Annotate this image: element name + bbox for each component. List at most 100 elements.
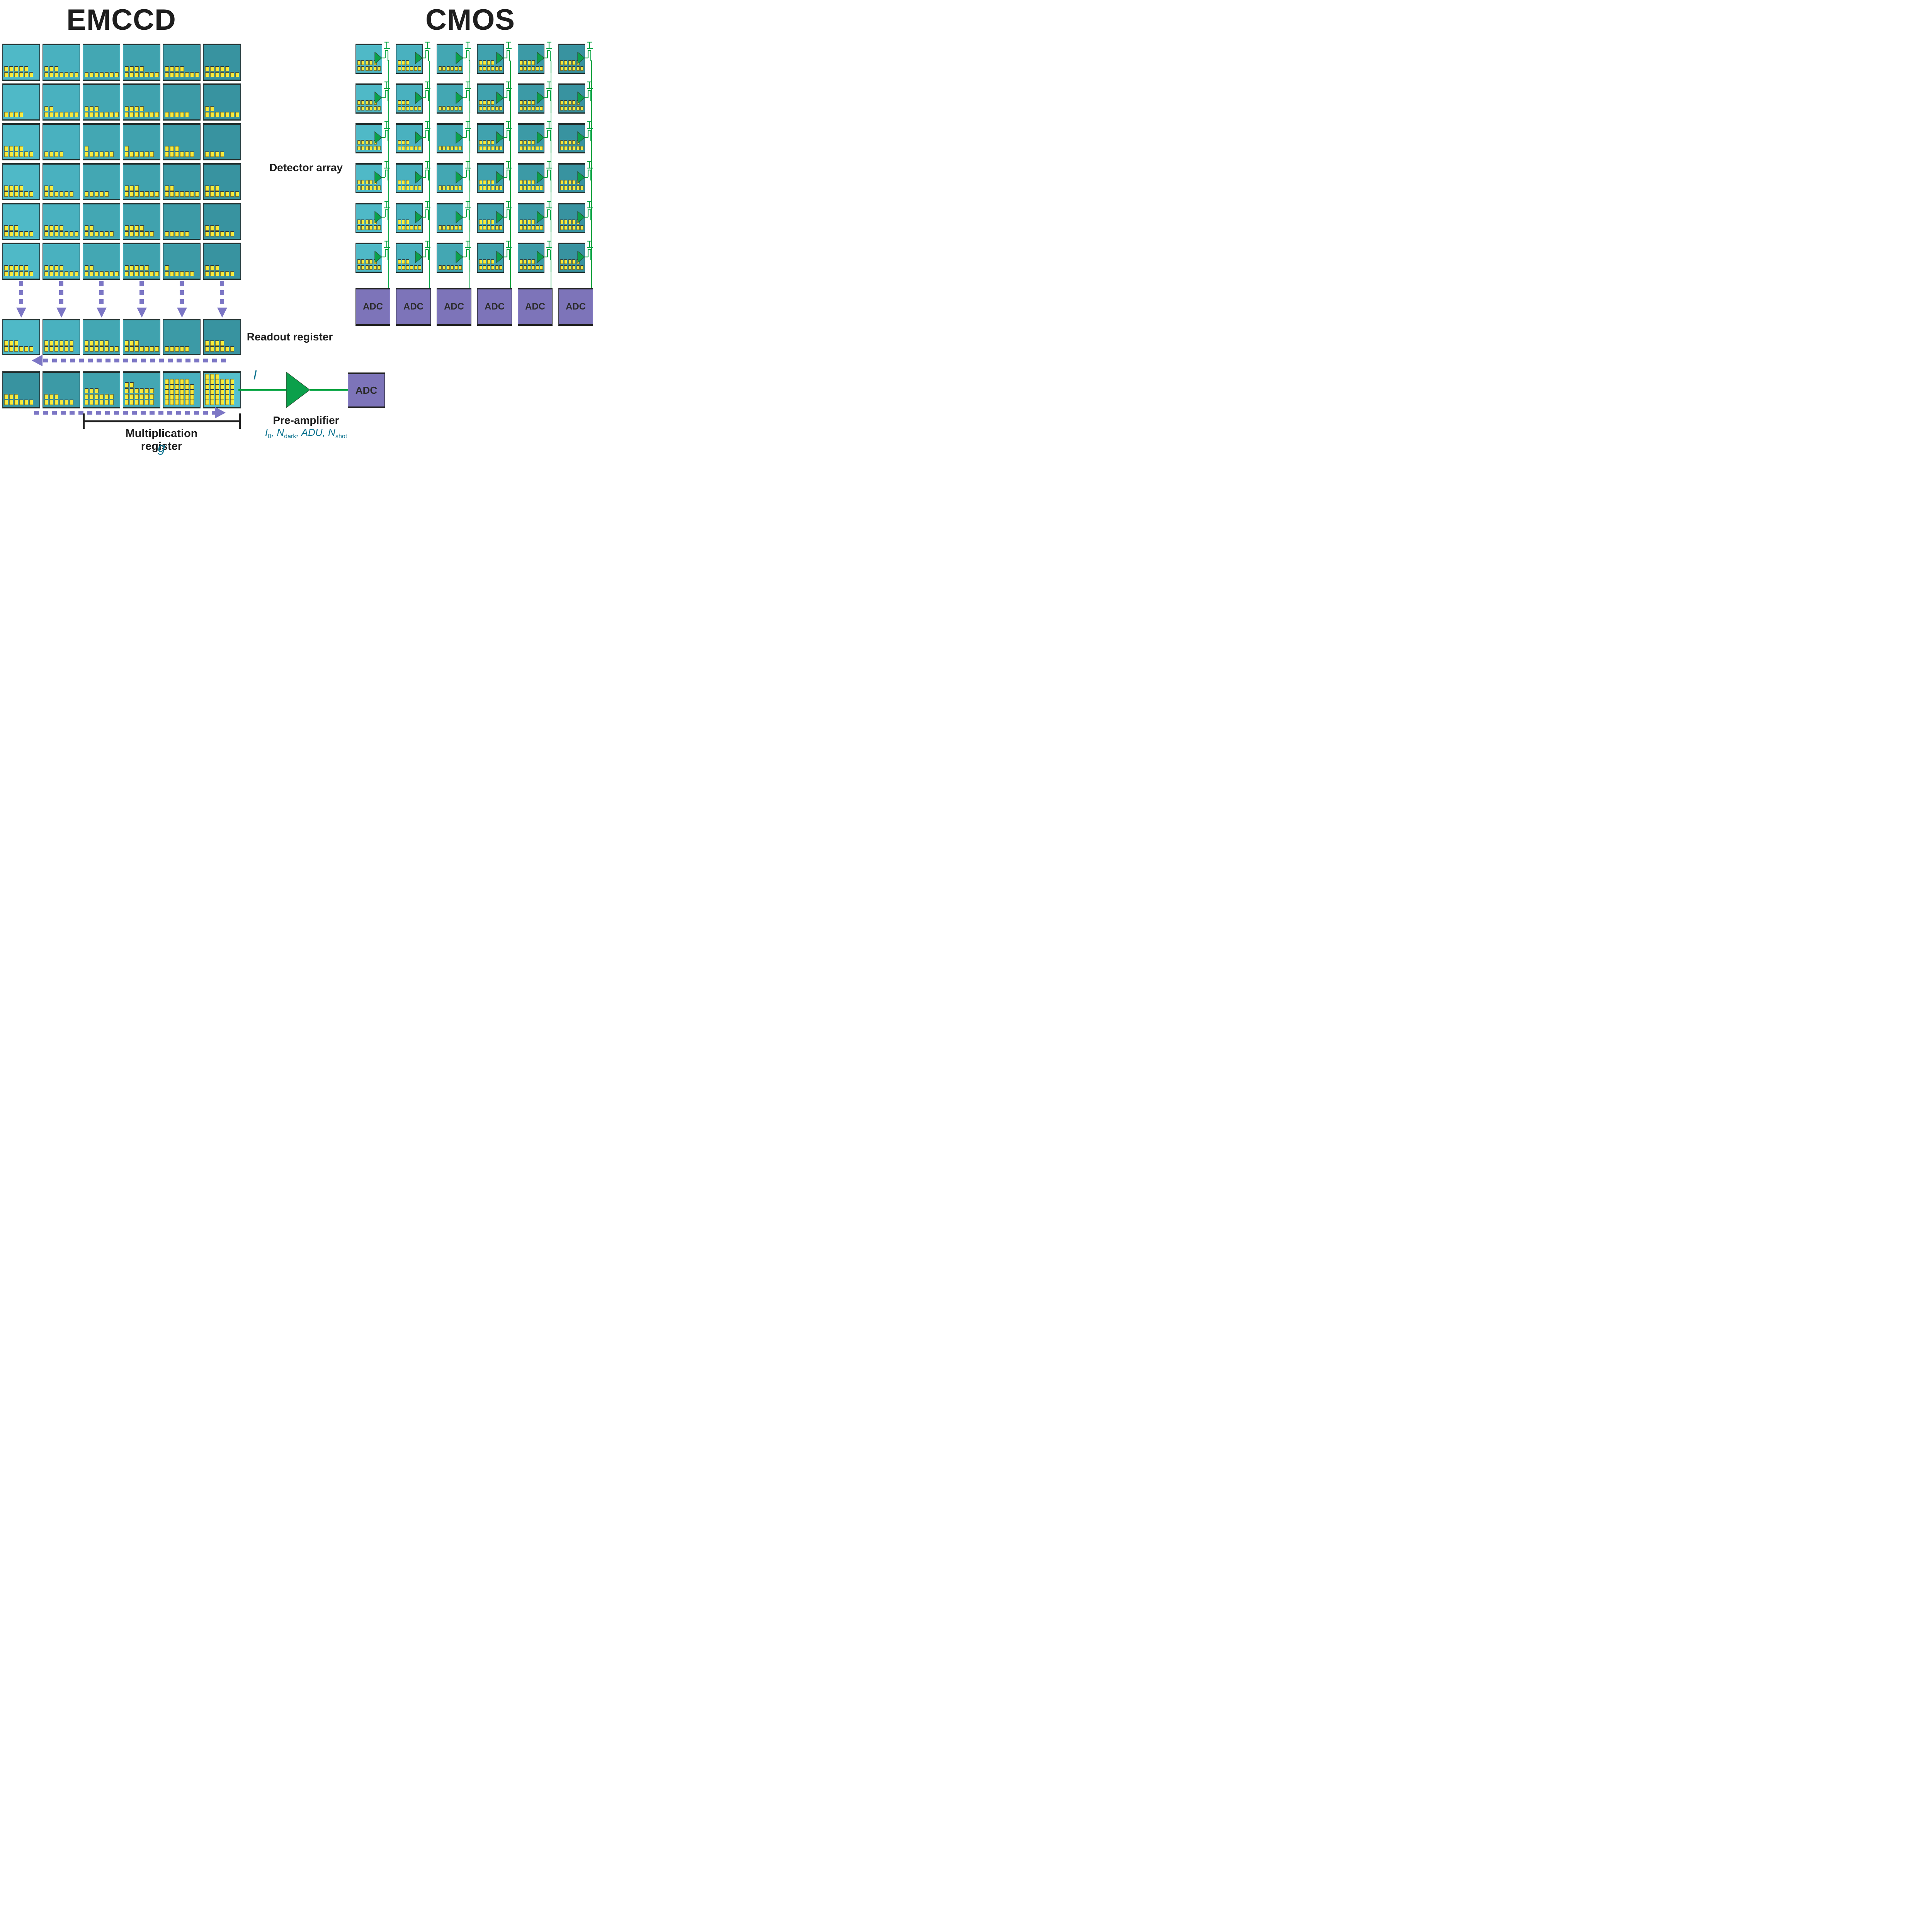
electron-square — [568, 259, 571, 264]
electron-square — [479, 100, 482, 105]
pixel-amplifier-triangle-icon — [537, 131, 544, 144]
electron-square — [406, 140, 409, 145]
electron-square — [150, 400, 154, 405]
electron-square — [49, 191, 53, 197]
electron-square — [524, 60, 527, 65]
electron-square — [580, 66, 583, 71]
electron-square — [85, 112, 88, 117]
electron-square — [4, 66, 8, 71]
electron-square — [495, 106, 498, 111]
electron-square — [235, 112, 239, 117]
electron-square — [369, 265, 372, 270]
electron-square — [402, 146, 405, 150]
electron-square — [220, 231, 224, 236]
electron-square — [100, 346, 104, 352]
electron-square — [365, 265, 369, 270]
electron-square — [90, 231, 94, 236]
emccd-pixel — [123, 44, 160, 81]
electron-square — [564, 106, 567, 111]
electron-square — [90, 388, 94, 393]
electron-square — [85, 106, 88, 111]
electron-square — [19, 112, 23, 117]
electron-square — [398, 106, 401, 111]
electron-square — [195, 191, 199, 197]
electron-square — [185, 231, 189, 236]
electron-square — [155, 191, 159, 197]
electron-square — [215, 340, 219, 346]
electron-square — [9, 400, 13, 405]
electron-square — [130, 106, 134, 111]
electron-square — [491, 66, 494, 71]
readout-register-cell — [123, 319, 160, 355]
cmos-pixel — [396, 243, 423, 273]
electron-square — [60, 231, 63, 236]
multiplication-register-bracket — [83, 420, 241, 422]
electron-square — [210, 151, 214, 157]
electron-square — [205, 373, 209, 379]
electron-square — [499, 185, 502, 190]
electron-square — [24, 66, 28, 71]
electron-square — [105, 151, 109, 157]
emccd-pixel — [203, 163, 241, 200]
electron-square — [527, 106, 531, 111]
electron-square — [90, 151, 94, 157]
electron-square — [410, 225, 413, 230]
electron-square — [402, 219, 405, 224]
electron-square — [491, 60, 494, 65]
electron-square — [568, 265, 571, 270]
electron-square — [205, 66, 209, 71]
column-shift-arrow — [139, 281, 144, 308]
electron-square — [60, 400, 63, 405]
electron-square — [576, 66, 580, 71]
electron-square — [564, 219, 567, 224]
electron-square — [130, 271, 134, 276]
electron-square — [532, 100, 535, 105]
electron-square — [210, 72, 214, 77]
electron-square — [150, 394, 154, 399]
electron-square — [524, 146, 527, 150]
electron-square — [499, 225, 502, 230]
electron-square — [451, 146, 454, 150]
electron-square — [369, 146, 372, 150]
electron-square — [4, 191, 8, 197]
electron-square — [215, 151, 219, 157]
cmos-pixel — [477, 83, 504, 114]
electron-square — [406, 146, 409, 150]
electron-square — [572, 146, 575, 150]
multiplication-register-cell — [203, 371, 241, 408]
cmos-pixel-circuit — [577, 121, 593, 153]
electron-square — [580, 265, 583, 270]
electron-square — [402, 60, 405, 65]
preamplifier-triangle-icon — [286, 371, 310, 408]
electron-square — [560, 180, 563, 184]
electron-square — [361, 265, 364, 270]
cmos-adc-box: ADC — [477, 288, 512, 326]
electron-square — [365, 106, 369, 111]
electron-square — [205, 271, 209, 276]
electron-square — [365, 66, 369, 71]
pixel-amplifier-triangle-icon — [577, 250, 585, 264]
electron-square — [402, 140, 405, 145]
electron-square — [414, 225, 417, 230]
electron-square — [54, 394, 58, 399]
electron-square — [230, 394, 234, 400]
pixel-amplifier-triangle-icon — [496, 250, 504, 264]
electron-square — [568, 60, 571, 65]
electron-square — [130, 72, 134, 77]
electron-square — [540, 265, 543, 270]
electron-square — [487, 219, 490, 224]
electron-square — [9, 185, 13, 191]
bracket-right-tick — [239, 413, 241, 429]
pixel-amplifier-triangle-icon — [456, 211, 463, 224]
electron-square — [60, 151, 63, 157]
electron-square — [170, 389, 174, 395]
electron-square — [357, 259, 361, 264]
electron-square — [451, 66, 454, 71]
electron-square — [4, 231, 8, 236]
electron-square — [438, 146, 442, 150]
electron-square — [215, 231, 219, 236]
cmos-pixel-circuit — [374, 121, 390, 153]
electron-square — [19, 346, 23, 352]
electron-square — [130, 151, 134, 157]
electron-square — [185, 112, 189, 117]
